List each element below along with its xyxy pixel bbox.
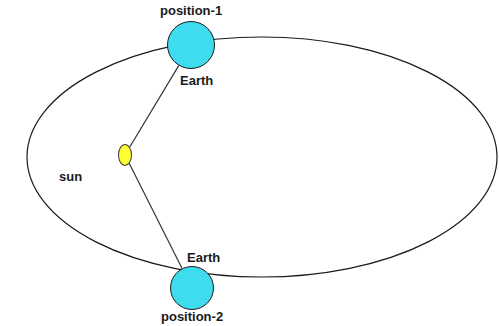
earth-label: Earth xyxy=(180,73,213,88)
sun-label: sun xyxy=(59,169,82,184)
orbit-ellipse xyxy=(27,37,497,277)
position-label: position-1 xyxy=(160,3,222,18)
earth-circle: position-1Earth xyxy=(167,21,215,69)
earth-circle: Earthposition-2 xyxy=(170,266,214,310)
radius-line xyxy=(129,164,182,269)
sun-ellipse: sun xyxy=(118,144,132,166)
earth-label: Earth xyxy=(187,250,220,265)
radius-line xyxy=(130,66,179,147)
position-label: position-2 xyxy=(161,309,223,324)
